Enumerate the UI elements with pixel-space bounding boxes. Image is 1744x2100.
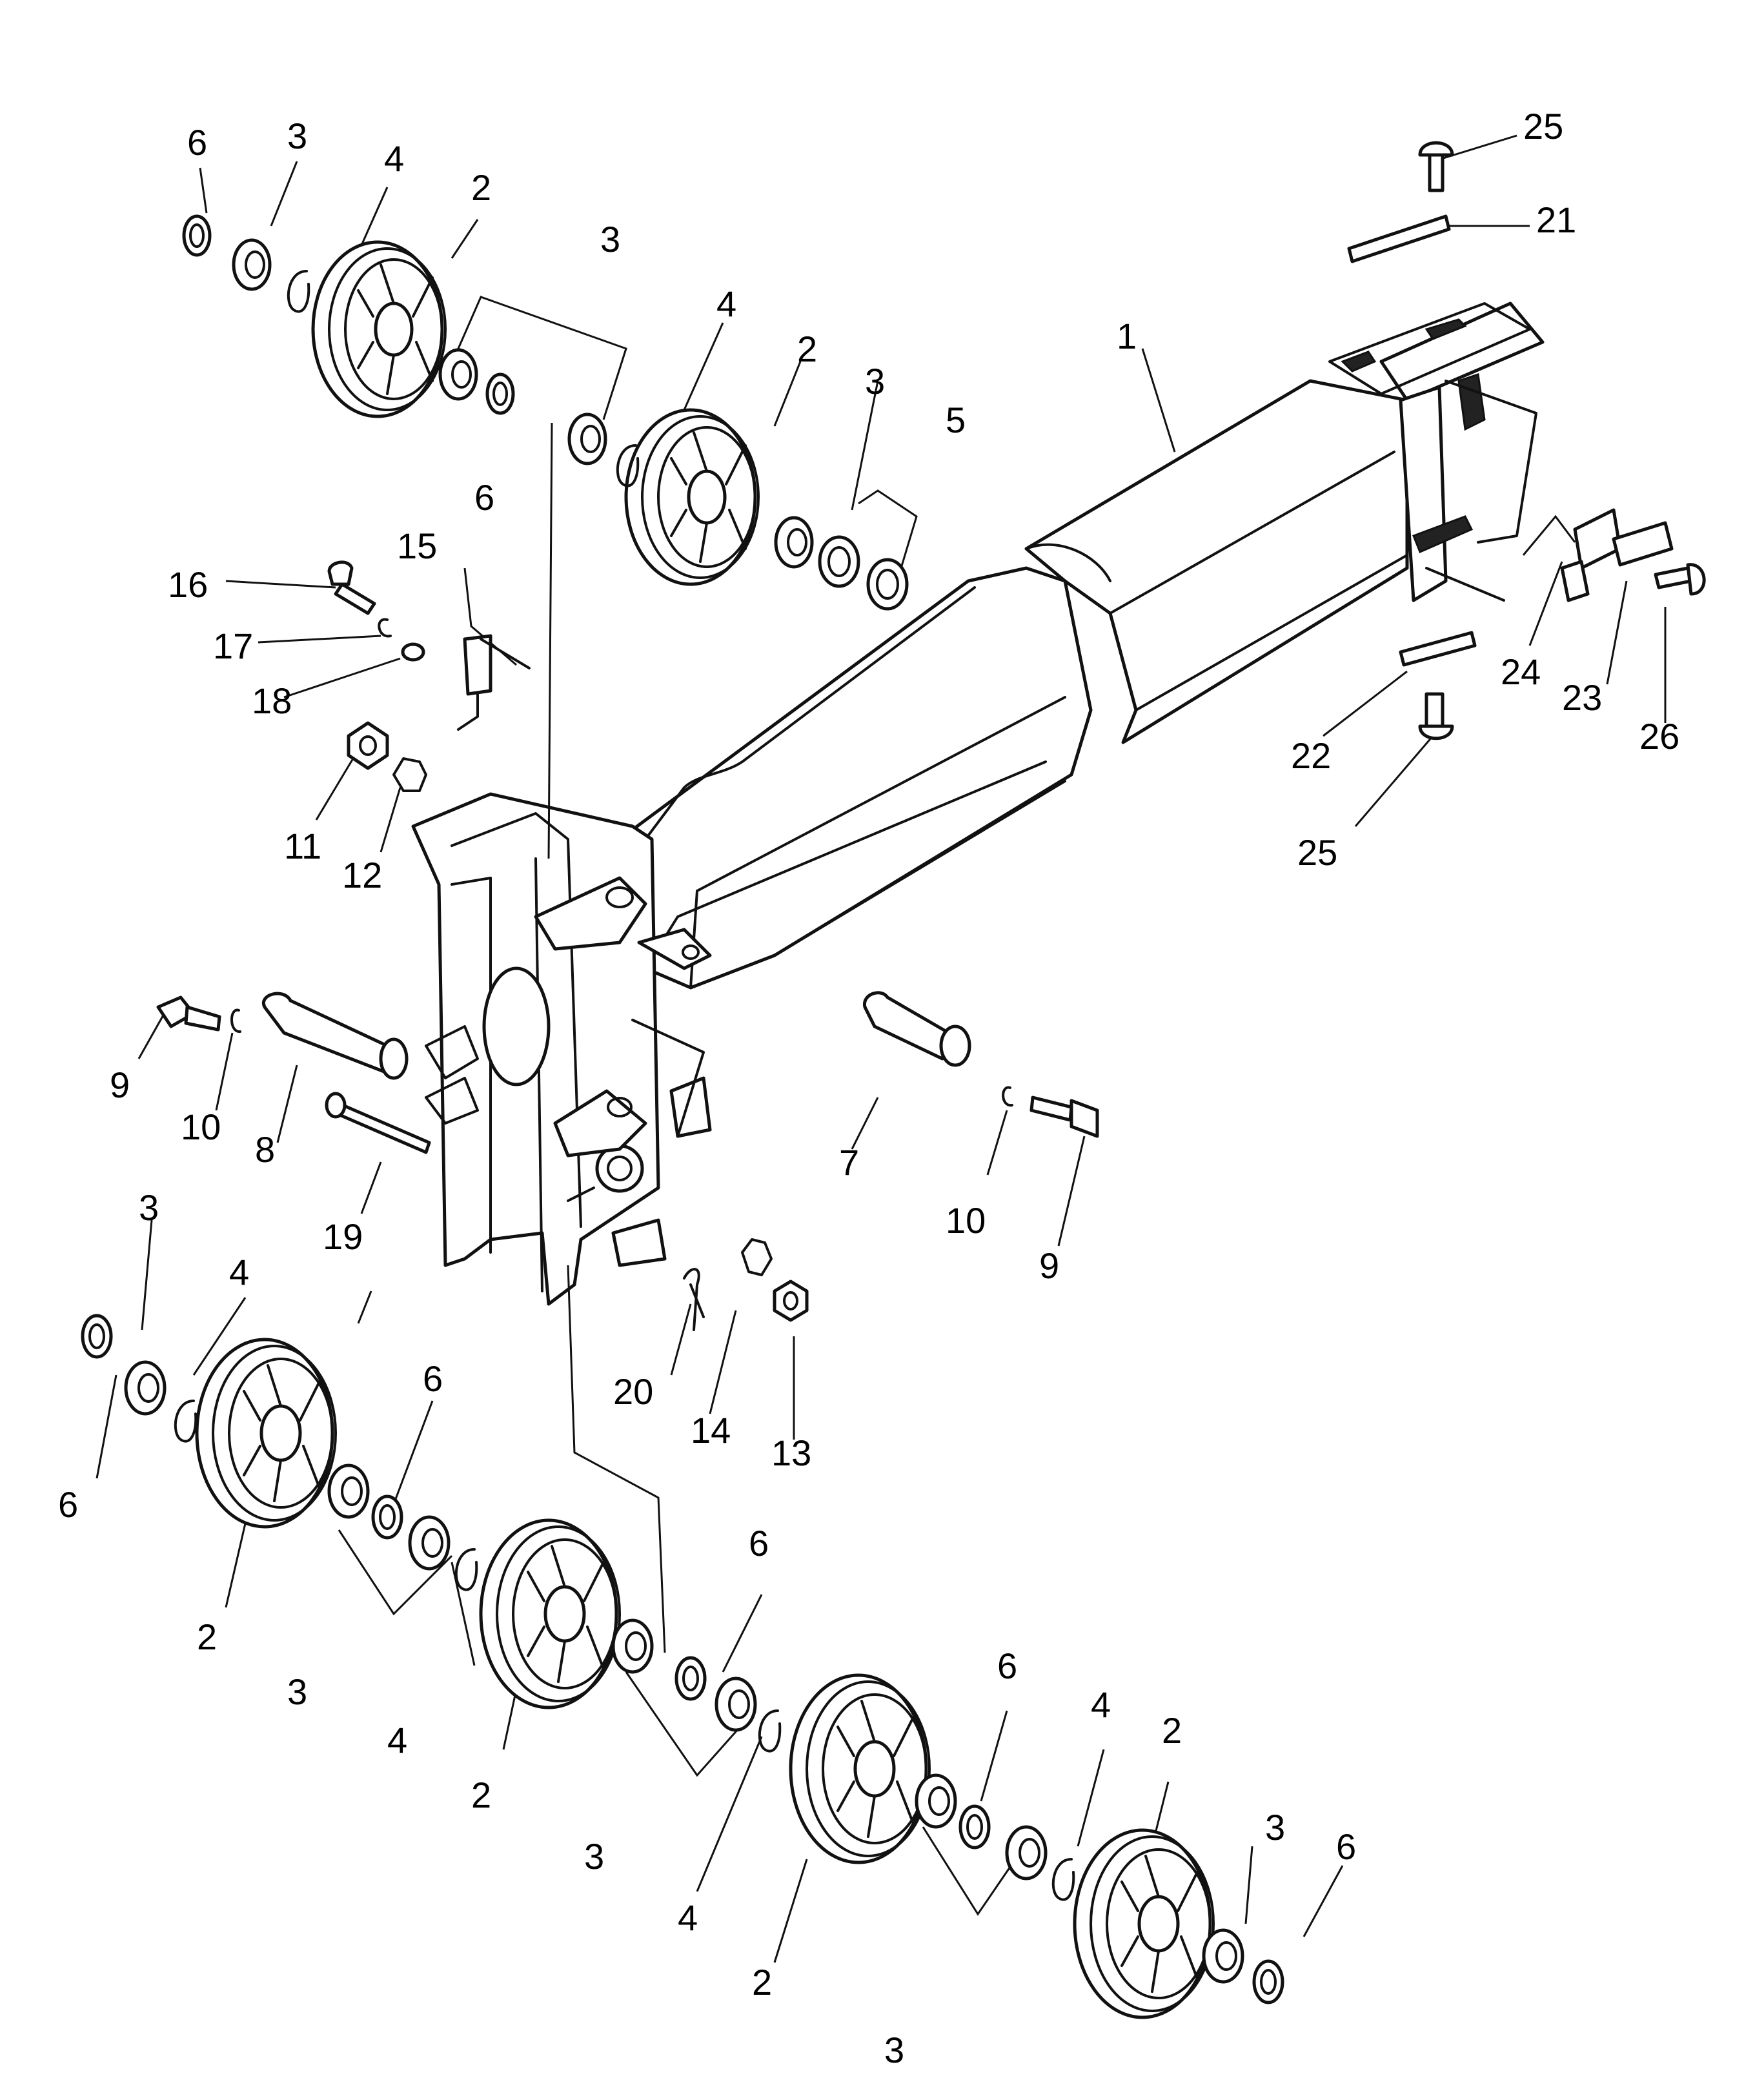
callout-2: 2 xyxy=(797,329,817,369)
callout-3: 3 xyxy=(287,1671,307,1712)
callout-22: 22 xyxy=(1291,735,1331,776)
callout-10: 10 xyxy=(181,1106,221,1147)
wheel-bottom-1 xyxy=(195,1338,337,1529)
callout-6: 6 xyxy=(474,477,494,518)
callout-12: 12 xyxy=(342,855,382,895)
callout-15: 15 xyxy=(397,525,437,566)
callout-6: 6 xyxy=(423,1358,443,1399)
leader-lines xyxy=(96,134,1667,1963)
callout-3: 3 xyxy=(600,219,620,260)
wheel-bottom-3 xyxy=(789,1673,931,1864)
callout-2: 2 xyxy=(471,1775,491,1815)
callout-4: 4 xyxy=(678,1897,698,1938)
track-frame xyxy=(411,301,1545,1306)
wheel-top-left xyxy=(311,240,447,418)
wheel-top-middle xyxy=(624,408,760,586)
callout-5: 5 xyxy=(946,400,966,440)
callout-4: 4 xyxy=(1091,1684,1111,1725)
small-parts xyxy=(81,214,1284,2004)
callout-2: 2 xyxy=(1162,1710,1182,1751)
callout-10: 10 xyxy=(946,1200,986,1241)
callout-18: 18 xyxy=(252,680,292,721)
callout-3: 3 xyxy=(884,2030,904,2070)
callout-4: 4 xyxy=(229,1252,249,1292)
callout-1: 1 xyxy=(1117,316,1137,356)
callout-2: 2 xyxy=(197,1616,217,1657)
callout-25: 25 xyxy=(1523,106,1563,147)
callout-9: 9 xyxy=(1039,1245,1059,1286)
callout-labels: 6 3 4 2 3 4 2 6 3 5 1 25 21 24 23 26 22 … xyxy=(58,106,1679,2070)
callout-6: 6 xyxy=(1336,1826,1356,1867)
wheel-bottom-2 xyxy=(479,1518,621,1709)
callout-3: 3 xyxy=(584,1836,604,1877)
callout-21: 21 xyxy=(1536,199,1576,240)
callout-26: 26 xyxy=(1639,716,1679,757)
hardware xyxy=(156,141,1706,1331)
callout-6: 6 xyxy=(187,122,207,163)
callout-20: 20 xyxy=(613,1371,653,1412)
callout-13: 13 xyxy=(771,1432,811,1473)
callout-23: 23 xyxy=(1562,677,1602,718)
callout-3: 3 xyxy=(139,1187,159,1228)
callout-25: 25 xyxy=(1297,832,1337,873)
callout-6: 6 xyxy=(58,1484,78,1525)
callout-3: 3 xyxy=(1265,1807,1285,1848)
callout-14: 14 xyxy=(691,1410,731,1451)
callout-6: 6 xyxy=(749,1523,769,1564)
callout-8: 8 xyxy=(255,1129,275,1170)
callout-6: 6 xyxy=(997,1646,1017,1686)
callout-4: 4 xyxy=(387,1720,407,1760)
callout-3: 3 xyxy=(287,116,307,156)
callout-4: 4 xyxy=(384,138,404,179)
callout-11: 11 xyxy=(284,826,321,866)
callout-3: 3 xyxy=(865,361,885,402)
callout-24: 24 xyxy=(1501,651,1541,692)
callout-19: 19 xyxy=(323,1216,363,1257)
callout-7: 7 xyxy=(839,1142,859,1183)
callout-17: 17 xyxy=(213,626,253,666)
callout-16: 16 xyxy=(168,564,208,605)
callout-2: 2 xyxy=(752,1962,772,2003)
wheel-group xyxy=(195,240,1215,2019)
callout-9: 9 xyxy=(110,1065,130,1105)
callout-2: 2 xyxy=(471,167,491,208)
wheel-bottom-4 xyxy=(1073,1828,1215,2019)
callout-4: 4 xyxy=(716,283,736,324)
